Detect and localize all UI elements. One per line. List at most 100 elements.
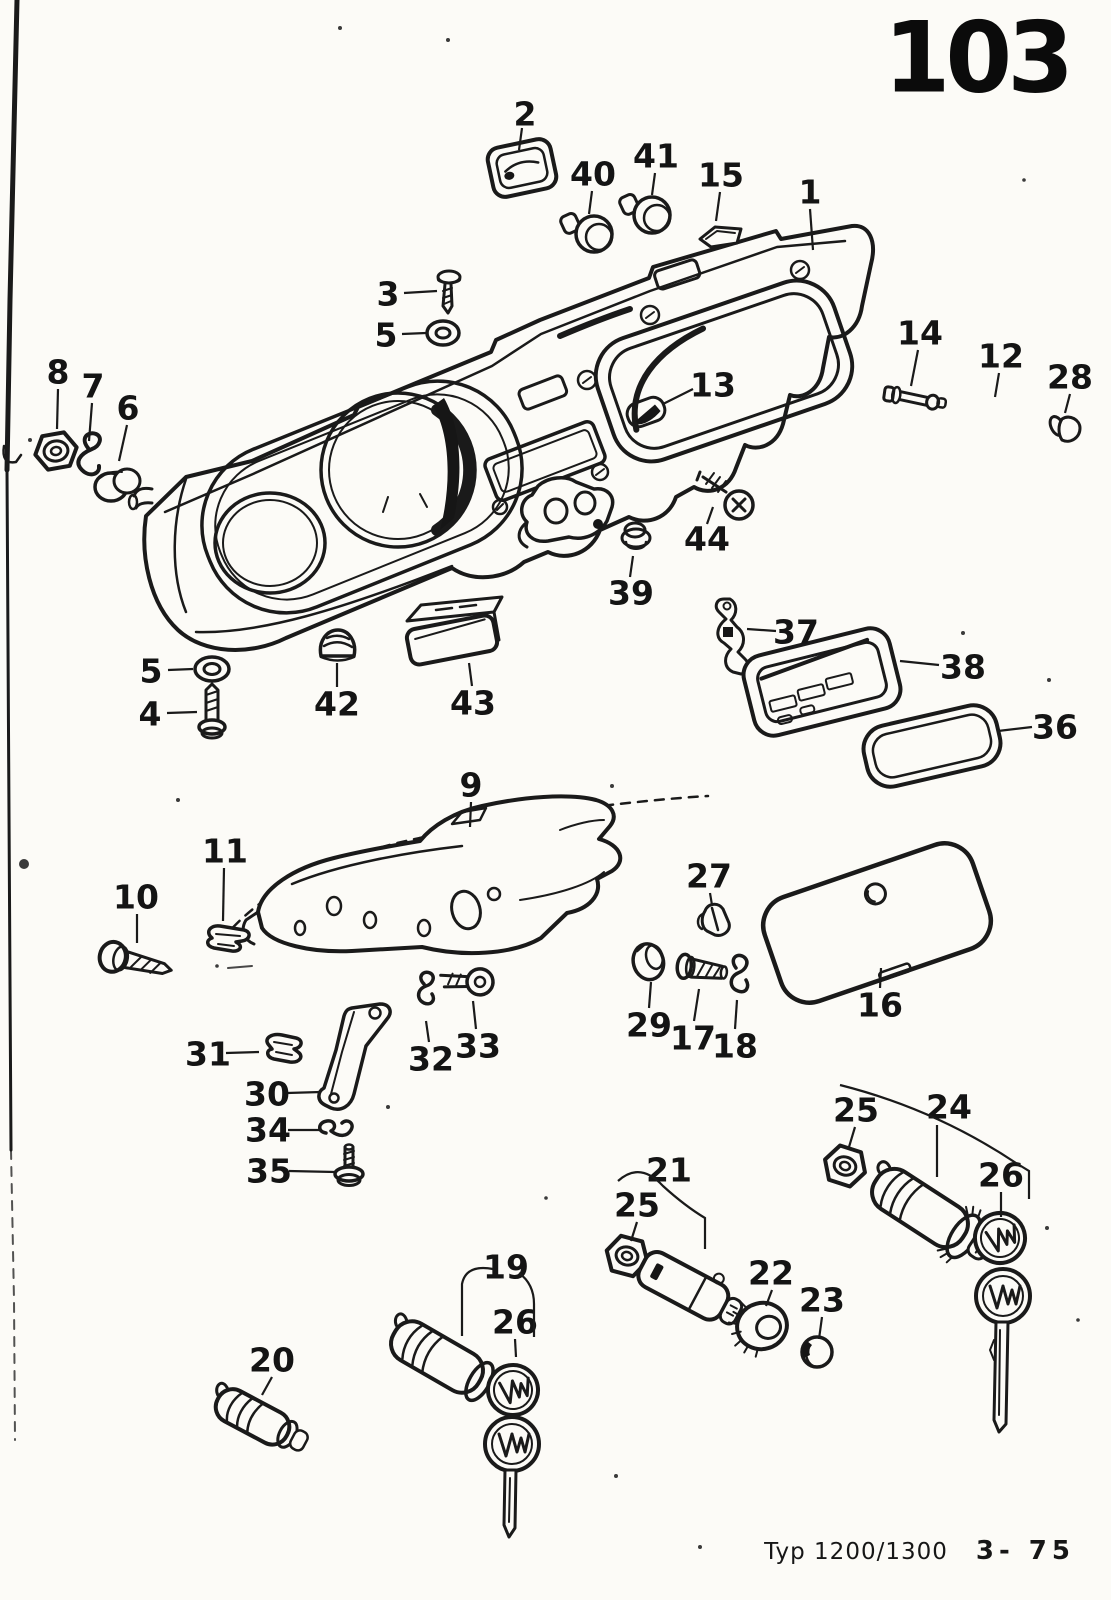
- callout-line-29: [647, 981, 653, 1009]
- callout-line-32: [424, 1020, 431, 1043]
- callout-5: 5: [140, 652, 163, 691]
- callout-line-3: [403, 289, 438, 295]
- defroster-vent-left: [517, 374, 569, 411]
- callout-14: 14: [897, 314, 943, 353]
- part-keys-26-left: [483, 1363, 541, 1539]
- callout-13: 13: [690, 366, 736, 405]
- part-clip-31: [265, 1032, 303, 1064]
- callout-42: 42: [314, 685, 360, 724]
- part-cup-washer-29: [631, 942, 666, 982]
- footer-model-label: Typ 1200/1300: [764, 1539, 948, 1565]
- callout-43: 43: [450, 684, 496, 723]
- callout-line-5: [167, 667, 194, 672]
- footer-issue-code: 3- 75: [975, 1536, 1075, 1566]
- callout-44: 44: [684, 520, 730, 559]
- part-screw-3: [436, 269, 462, 315]
- callout-32: 32: [408, 1040, 454, 1079]
- callout-line-2: [517, 127, 524, 151]
- callout-line-43: [467, 662, 474, 687]
- callout-line-4: [166, 710, 198, 715]
- part-screw-17: [675, 952, 729, 981]
- callout-21: 21: [646, 1151, 692, 1190]
- callout-line-1: [808, 208, 815, 251]
- callout-line-14: [909, 349, 920, 387]
- part-clip-27: [696, 902, 731, 937]
- callout-line-36: [997, 725, 1033, 733]
- part-glovebox-liner-9: [220, 794, 710, 956]
- part-s-hook-18: [729, 953, 750, 994]
- callout-2: 2: [514, 95, 537, 134]
- callout-line-38: [899, 659, 940, 667]
- part-screw-44: [695, 470, 755, 521]
- fuel-gauge-opening: [213, 491, 327, 595]
- callout-16: 16: [857, 986, 903, 1025]
- part-strap-37: [714, 597, 750, 676]
- glovebox-latch-keeper: [625, 395, 667, 429]
- part-washer-5-lower: [193, 655, 231, 683]
- callout-line-15: [714, 191, 722, 222]
- callout-line-22: [764, 1289, 774, 1307]
- part-ignition-switch-21: [636, 1250, 744, 1326]
- callout-line-13: [662, 388, 694, 405]
- callout-33: 33: [455, 1027, 501, 1066]
- part-knob-40: [559, 212, 614, 254]
- callout-34: 34: [245, 1111, 291, 1150]
- callout-1: 1: [799, 173, 822, 212]
- part-button-39: [620, 521, 652, 550]
- callout-line-12: [993, 372, 1001, 398]
- callout-line-20: [261, 1376, 273, 1396]
- callout-19: 19: [483, 1248, 529, 1287]
- scan-speckles: [28, 26, 1080, 1549]
- callout-36: 36: [1032, 708, 1078, 747]
- callout-line-33: [471, 1000, 478, 1030]
- callout-18: 18: [712, 1027, 758, 1066]
- callout-28: 28: [1047, 358, 1093, 397]
- callout-5: 5: [375, 316, 398, 355]
- part-knob-6: [93, 467, 142, 503]
- callout-29: 29: [626, 1006, 672, 1045]
- part-clip-11: [206, 924, 251, 953]
- callout-9: 9: [460, 766, 483, 805]
- callout-line-8: [55, 388, 60, 430]
- callout-bracket-2: [460, 1266, 494, 1336]
- instrument-cluster-bezel: [200, 379, 524, 615]
- part-nut-8: [33, 430, 79, 472]
- callout-line-18: [733, 999, 739, 1030]
- callout-line-41: [650, 172, 657, 196]
- page-binding-edge: [2, 0, 29, 1441]
- callout-line-7: [87, 402, 94, 442]
- page-number: 103: [883, 0, 1074, 116]
- callout-line-25: [629, 1221, 639, 1242]
- part-seal-36: [861, 703, 1003, 789]
- callout-7: 7: [82, 367, 105, 406]
- callout-38: 38: [940, 648, 986, 687]
- callout-31: 31: [185, 1035, 231, 1074]
- footer: Typ 1200/1300 3- 75: [764, 1536, 1075, 1566]
- callout-bracket-1: [617, 1171, 707, 1249]
- screw-bosses: [491, 259, 811, 516]
- callout-bracket-3: [518, 1272, 536, 1337]
- glovebox-opening: [593, 278, 855, 464]
- callout-line-9: [468, 801, 473, 828]
- callout-26: 26: [492, 1303, 538, 1342]
- callout-12: 12: [978, 337, 1024, 376]
- wiper-switch-bracket: [517, 476, 615, 549]
- part-vent-frame-38: [741, 626, 903, 738]
- cluster-shadow: [433, 398, 460, 530]
- part-lock-cylinder-19: [389, 1312, 495, 1403]
- callout-line-30: [286, 1090, 322, 1095]
- callout-line-44: [705, 506, 715, 525]
- callout-20: 20: [249, 1341, 295, 1380]
- callout-10: 10: [113, 878, 159, 917]
- callout-25: 25: [833, 1091, 879, 1130]
- callout-22: 22: [748, 1254, 794, 1293]
- callout-line-6: [117, 424, 129, 462]
- part-glovebox-lid-16: [760, 841, 994, 1005]
- part-screw-10: [97, 939, 173, 976]
- callout-17: 17: [670, 1019, 716, 1058]
- callout-line-11: [221, 867, 226, 922]
- callout-line-25: [847, 1126, 857, 1148]
